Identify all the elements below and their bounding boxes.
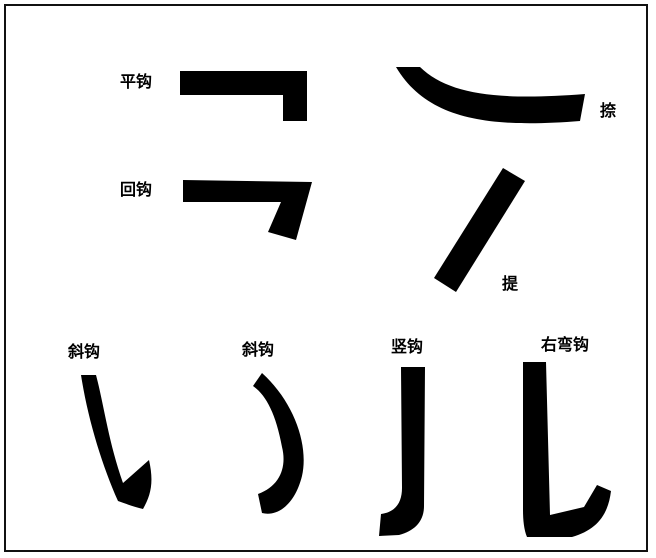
- ti-stroke: [434, 168, 525, 292]
- label-hui-gou: 回钩: [120, 180, 153, 199]
- pie-stroke: [396, 67, 585, 124]
- ping-gou-stroke: [180, 71, 307, 121]
- hui-gou-stroke: [183, 180, 312, 240]
- xie-gou-1-stroke: [81, 375, 152, 509]
- xie-gou-2-stroke: [253, 373, 304, 514]
- label-xie-gou-1: 斜钩: [68, 342, 101, 361]
- label-you-wan-gou: 右弯钩: [541, 335, 590, 354]
- you-wan-gou-stroke: [523, 362, 611, 537]
- label-shu-gou: 竖钩: [391, 337, 424, 356]
- label-pie: 捺: [600, 101, 617, 120]
- label-xie-gou-2: 斜钩: [242, 340, 275, 359]
- label-ti: 提: [502, 274, 519, 293]
- label-ping-gou: 平钩: [120, 72, 153, 91]
- shu-gou-stroke: [379, 367, 425, 536]
